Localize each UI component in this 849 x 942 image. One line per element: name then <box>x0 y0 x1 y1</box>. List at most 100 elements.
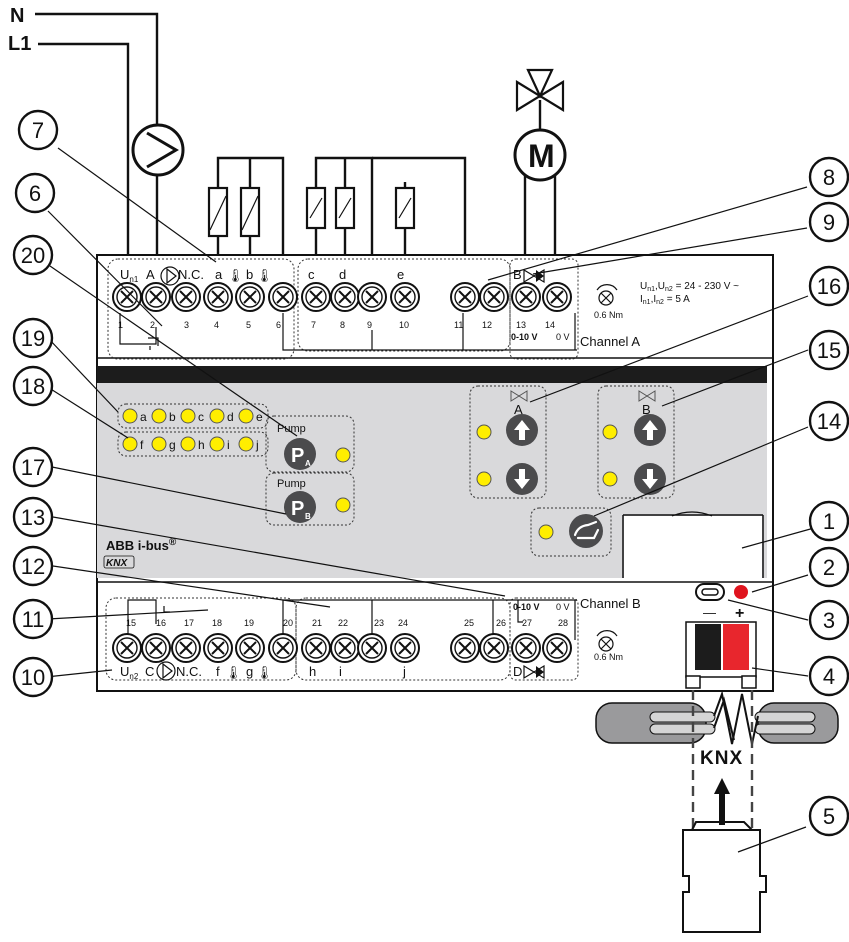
top-screw-4 <box>203 282 233 312</box>
top-terminal-number: 11 <box>454 320 463 330</box>
top-screw-7 <box>301 282 331 312</box>
top-zero-v-label: 0 V <box>556 332 570 342</box>
torque-label-top: 0.6 Nm <box>594 310 623 320</box>
svg-text:10: 10 <box>21 665 45 690</box>
top-u-label: Un1 <box>120 267 139 284</box>
valve-a-close-led <box>476 471 492 487</box>
device-housing <box>96 254 774 692</box>
top-terminal-number: 10 <box>399 320 409 330</box>
channel-led-i <box>209 436 225 452</box>
channel-b-label: Channel B <box>580 596 641 611</box>
callout-13: 13 <box>12 496 54 538</box>
contact-e-label: e <box>397 267 404 282</box>
channel-led-a <box>122 408 138 424</box>
svg-text:1: 1 <box>823 509 835 534</box>
svg-text:7: 7 <box>32 118 44 143</box>
valve-b-group: B <box>597 385 675 499</box>
bottom-screw-1 <box>112 633 142 663</box>
bottom-screw-6 <box>268 633 298 663</box>
callout-1: 1 <box>808 500 849 542</box>
top-terminal-number: 8 <box>340 320 345 330</box>
hand-icon <box>573 520 600 540</box>
n-label: N <box>10 5 24 27</box>
top-terminal-number: 7 <box>311 320 316 330</box>
channel-a-label: Channel A <box>580 334 640 349</box>
bottom-screw-4 <box>203 633 233 663</box>
top-terminal-number: 13 <box>516 320 526 330</box>
knx-terminal-black <box>695 624 721 670</box>
knx-bus-cable: KNX <box>595 690 839 840</box>
contact-c-label: c <box>308 267 315 282</box>
top-terminal-number: 2 <box>150 320 155 330</box>
top-a-label: A <box>146 267 155 282</box>
valve-b-close-button[interactable] <box>634 463 666 495</box>
sensor-symbols-top <box>207 156 285 262</box>
callout-20: 20 <box>12 234 54 276</box>
channel-led-label-b: b <box>169 410 176 424</box>
bottom-screw-7 <box>301 633 331 663</box>
svg-text:P: P <box>291 498 304 520</box>
black-strip <box>97 366 767 383</box>
valve-b-open-led <box>602 424 618 440</box>
sensor-b-label: b <box>246 267 253 282</box>
bottom-terminal-number: 18 <box>212 618 222 628</box>
knx-terminal-red <box>723 624 749 670</box>
programming-led <box>734 585 748 599</box>
callout-8: 8 <box>808 156 849 198</box>
top-screw-5 <box>235 282 265 312</box>
knx-plug <box>682 821 767 933</box>
top-screw-14 <box>542 282 572 312</box>
channel-led-label-d: d <box>227 410 234 424</box>
valve-b-icon <box>638 390 656 402</box>
channel-led-e <box>238 408 254 424</box>
bottom-c-label: C <box>145 664 154 679</box>
callout-12: 12 <box>12 545 54 587</box>
svg-text:5: 5 <box>823 804 835 829</box>
valve-a-close-button[interactable] <box>506 463 538 495</box>
callout-5: 5 <box>808 795 849 837</box>
svg-text:8: 8 <box>823 165 835 190</box>
valve-a-open-led <box>476 424 492 440</box>
bottom-screw-10 <box>390 633 420 663</box>
channel-led-label-f: f <box>140 438 144 452</box>
valve-b-open-button[interactable] <box>634 414 666 446</box>
contact-d-label: d <box>339 267 346 282</box>
bottom-screw-13 <box>511 633 541 663</box>
knx-plus-label: + <box>735 605 744 622</box>
top-terminal-number: 14 <box>545 320 555 330</box>
bottom-screw-3 <box>171 633 201 663</box>
thermo-icon-a: 🌡 <box>227 268 244 283</box>
contact-j-label: j <box>402 664 406 679</box>
top-screw-2 <box>141 282 171 312</box>
bottom-terminal-number: 21 <box>312 618 322 628</box>
pump-b-title: Pump <box>277 478 306 490</box>
svg-text:9: 9 <box>823 210 835 235</box>
callout-14: 14 <box>808 400 849 442</box>
top-screw-8 <box>330 282 360 312</box>
bottom-screw-8 <box>330 633 360 663</box>
programming-button[interactable] <box>695 583 725 601</box>
channel-led-j <box>238 436 254 452</box>
pump-a-button[interactable]: P A <box>284 438 316 470</box>
sensor-a-label: a <box>215 267 223 282</box>
channel-led-label-h: h <box>198 438 205 452</box>
valve-b-label: B <box>642 402 651 417</box>
pump-b-button[interactable]: P B <box>284 491 316 523</box>
callout-2: 2 <box>808 546 849 588</box>
contact-i-label: i <box>339 664 342 679</box>
valve-a-label: A <box>514 402 523 417</box>
rating-spec: Un1,Un2 = 24 - 230 V ~ In1,In2 = 5 A <box>640 281 739 306</box>
channel-led-label-g: g <box>169 438 176 452</box>
valve-a-open-button[interactable] <box>506 414 538 446</box>
thermo-icon-b: 🌡 <box>256 268 273 283</box>
manual-mode-led <box>538 524 554 540</box>
bottom-screw-12 <box>479 633 509 663</box>
bottom-zero-v-label: 0 V <box>556 602 570 612</box>
manual-mode-button[interactable] <box>569 514 603 548</box>
callout-9: 9 <box>808 201 849 243</box>
top-terminal-number: 6 <box>276 320 281 330</box>
top-screw-1 <box>112 282 142 312</box>
